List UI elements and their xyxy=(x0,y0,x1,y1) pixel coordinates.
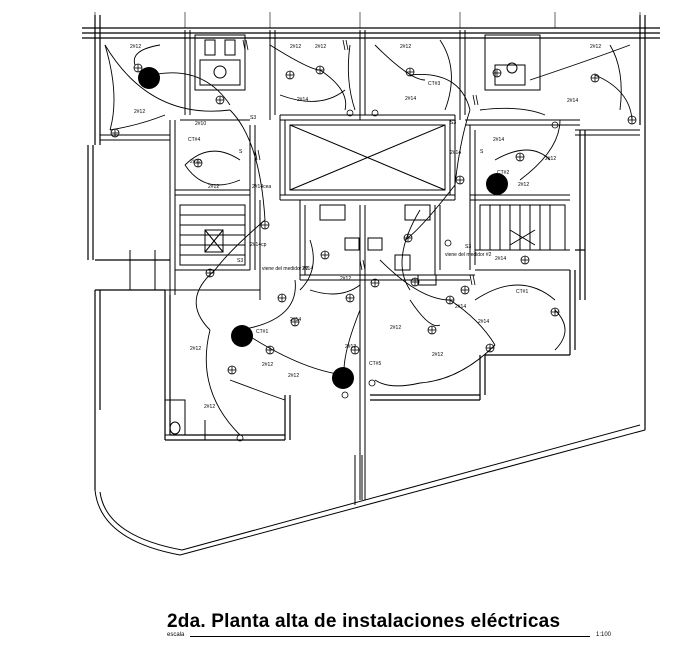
circuit-label: 2#14 xyxy=(495,256,506,262)
interior-walls xyxy=(100,30,640,500)
circuit-label: 2#12 xyxy=(208,184,219,190)
circuit-label: 2#12 xyxy=(315,44,326,50)
circuit-label: 2#12 xyxy=(134,109,145,115)
circuit-label: 2#12 xyxy=(204,404,215,410)
circuit-label: 2#14cea xyxy=(252,184,271,190)
circuit-label: 2#14 xyxy=(297,97,308,103)
circuit-label: 2#14 xyxy=(450,150,461,156)
switch-label: S3 xyxy=(465,244,471,250)
wiring-runs xyxy=(104,39,633,436)
fixture-symbols xyxy=(110,63,637,442)
ct-label: CT#4 xyxy=(188,137,200,143)
meter-note: viene del medidor #2 xyxy=(262,266,309,272)
switch-label: S3 xyxy=(237,258,243,264)
terrace-outline xyxy=(94,15,646,556)
circuit-label: 2#12 xyxy=(340,276,351,282)
circuit-label: 2#12 xyxy=(190,346,201,352)
ct-label: CT#3 xyxy=(428,81,440,87)
circuit-label: 2#14 xyxy=(302,266,313,272)
circuit-label: 2#12 xyxy=(518,182,529,188)
circuit-label: 2#12 xyxy=(400,44,411,50)
plan-labels: 2#12 2#12 2#12 2#12 2#12 2#14 2#14 2#14 … xyxy=(130,44,601,410)
switch-label: S3 xyxy=(450,120,456,126)
switch-label: S xyxy=(239,149,243,155)
circuit-label: 2#14 xyxy=(567,98,578,104)
ct-label: CT#1 xyxy=(516,289,528,295)
circuit-label: 2#12 xyxy=(288,373,299,379)
ct-label: CT#5 xyxy=(369,361,381,367)
circuit-label: 2#14cp xyxy=(250,242,267,248)
circuit-label: 2#12 xyxy=(390,325,401,331)
central-void xyxy=(289,124,446,191)
circuit-label: 2#14 xyxy=(290,317,301,323)
switch-label: S3 xyxy=(250,115,256,121)
circuit-label: 2#12 xyxy=(545,156,556,162)
switch-label: S xyxy=(480,149,484,155)
ct-label: CT#2 xyxy=(497,170,509,176)
circuit-label: 2#12 xyxy=(262,362,273,368)
circuit-label: 2#12 xyxy=(190,159,201,165)
circuit-label: 2#12 xyxy=(345,344,356,350)
circuit-label: 2#14 xyxy=(493,137,504,143)
exterior-walls xyxy=(82,15,660,490)
grid-ticks xyxy=(82,12,660,39)
scale-divider xyxy=(190,636,590,637)
circuit-label: 2#14 xyxy=(455,304,466,310)
ct-label: CT#1 xyxy=(256,329,268,335)
stair-left xyxy=(179,204,246,266)
scale-label: escala xyxy=(167,632,185,638)
panel-markers xyxy=(138,67,508,389)
circuit-label: 2#12 xyxy=(590,44,601,50)
circuit-label: 2#12 xyxy=(130,44,141,50)
circuit-label: 2#14 xyxy=(405,96,416,102)
stair-right xyxy=(479,204,566,251)
drawing-title: 2da. Planta alta de instalaciones eléctr… xyxy=(167,611,561,632)
circuit-label: 2#12 xyxy=(432,352,443,358)
switch-ticks xyxy=(242,39,479,286)
circuit-label: 2#12 xyxy=(290,44,301,50)
scale-value: 1:100 xyxy=(596,632,612,638)
circuit-label: 2#14 xyxy=(478,319,489,325)
meter-note: viene del medidor #2 xyxy=(445,252,492,258)
circuit-label: 2#10 xyxy=(195,121,206,127)
